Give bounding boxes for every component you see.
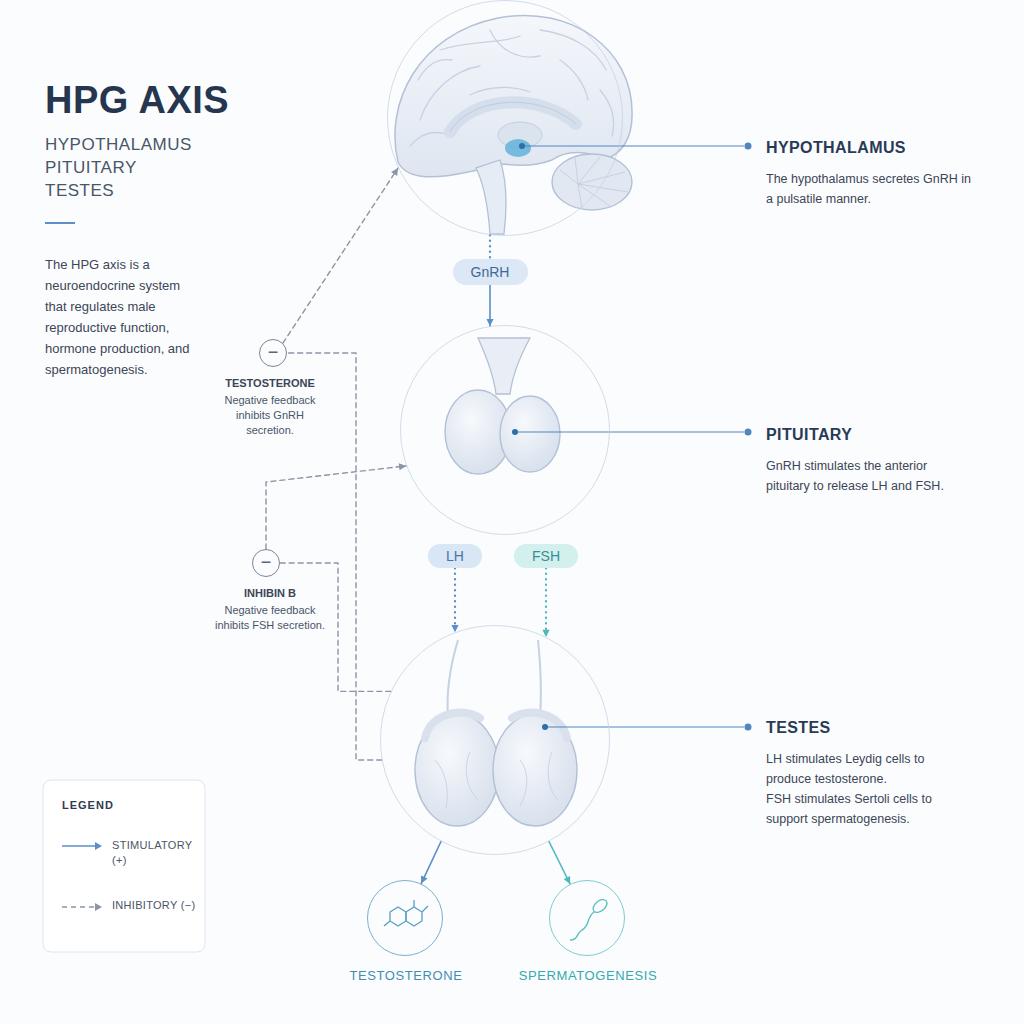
- callout-heading: TESTES: [766, 718, 971, 737]
- callout-text: FSH stimulates Sertoli cells to support …: [766, 789, 971, 829]
- organ-circle: PITUITARYGnRH stimulates the anterior pi…: [400, 325, 610, 535]
- minus-sign: −: [260, 340, 286, 365]
- leader-line: [519, 143, 752, 150]
- sperm-icon: [570, 897, 609, 940]
- feedback-note: Negative feedback inhibits GnRH secretio…: [212, 393, 328, 438]
- hormone-flow: [489, 235, 491, 259]
- hormone-pill: GnRH: [453, 259, 528, 285]
- title-rule: [45, 222, 75, 224]
- hormone-arrow: [545, 568, 547, 637]
- callout-text: LH stimulates Leydig cells to produce te…: [766, 749, 971, 789]
- organ-circle: HYPOTHALAMUSThe hypothalamus secretes Gn…: [387, 0, 623, 236]
- intro-text: The HPG axis is a neuroendocrine system …: [45, 254, 195, 380]
- organ-circle: TESTESLH stimulates Leydig cells to prod…: [380, 625, 610, 855]
- subtitle: PITUITARY: [45, 157, 245, 178]
- output-arrow: [421, 842, 441, 884]
- legend-text: INHIBITORY (−): [112, 898, 198, 913]
- feedback-line: [266, 466, 406, 549]
- hormone-label: GnRH: [469, 259, 512, 285]
- feedback-heading: TESTOSTERONE: [212, 376, 328, 391]
- output-circle: SPERMATOGENESIS: [549, 880, 625, 956]
- legend-heading: LEGEND: [62, 798, 182, 813]
- hormone-pill: FSH: [514, 544, 578, 568]
- leader-line: [542, 724, 752, 731]
- feedback-line: [283, 168, 398, 343]
- legend-box: [43, 780, 205, 952]
- legend-sample: [62, 842, 102, 850]
- feedback-note: Negative feedback inhibits FSH secretion…: [212, 603, 328, 633]
- hormone-label: LH: [444, 544, 466, 568]
- diagram-title: HPG AXIS: [45, 78, 229, 122]
- callout: HYPOTHALAMUS The hypothalamus secretes Gn…: [766, 138, 971, 209]
- hormone-pill: LH: [428, 544, 482, 568]
- legend-text: STIMULATORY (+): [112, 838, 198, 868]
- output-circle: TESTOSTERONE: [367, 880, 443, 956]
- molecule-icon: [384, 900, 428, 926]
- callout-heading: HYPOTHALAMUS: [766, 138, 971, 157]
- callout: PITUITARY GnRH stimulates the anterior pi…: [766, 425, 971, 496]
- feedback-heading: INHIBIN B: [212, 586, 328, 601]
- hormone-label: FSH: [530, 544, 562, 568]
- hormone-arrow: [454, 568, 456, 632]
- hormone-arrow: [489, 285, 491, 326]
- callout-heading: PITUITARY: [766, 425, 971, 444]
- output-arrow: [549, 842, 570, 885]
- brain-drawing: [395, 15, 632, 234]
- subtitle: TESTES: [45, 180, 245, 201]
- callout: TESTES LH stimulates Leydig cells to prod…: [766, 718, 971, 829]
- minus-sign: −: [253, 550, 279, 575]
- leader-line: [512, 429, 752, 436]
- testes-drawing: [415, 640, 577, 826]
- inhibit-symbol: −: [252, 549, 280, 577]
- legend-sample: [62, 903, 102, 911]
- callout-text: The hypothalamus secretes GnRH in a puls…: [766, 169, 971, 209]
- callout-text: GnRH stimulates the anterior pituitary t…: [766, 456, 971, 496]
- subtitle: HYPOTHALAMUS: [45, 134, 245, 155]
- pituitary-drawing: [445, 338, 560, 474]
- output-label: TESTOSTERONE: [316, 967, 496, 984]
- inhibit-symbol: −: [259, 339, 287, 367]
- output-label: SPERMATOGENESIS: [498, 967, 678, 984]
